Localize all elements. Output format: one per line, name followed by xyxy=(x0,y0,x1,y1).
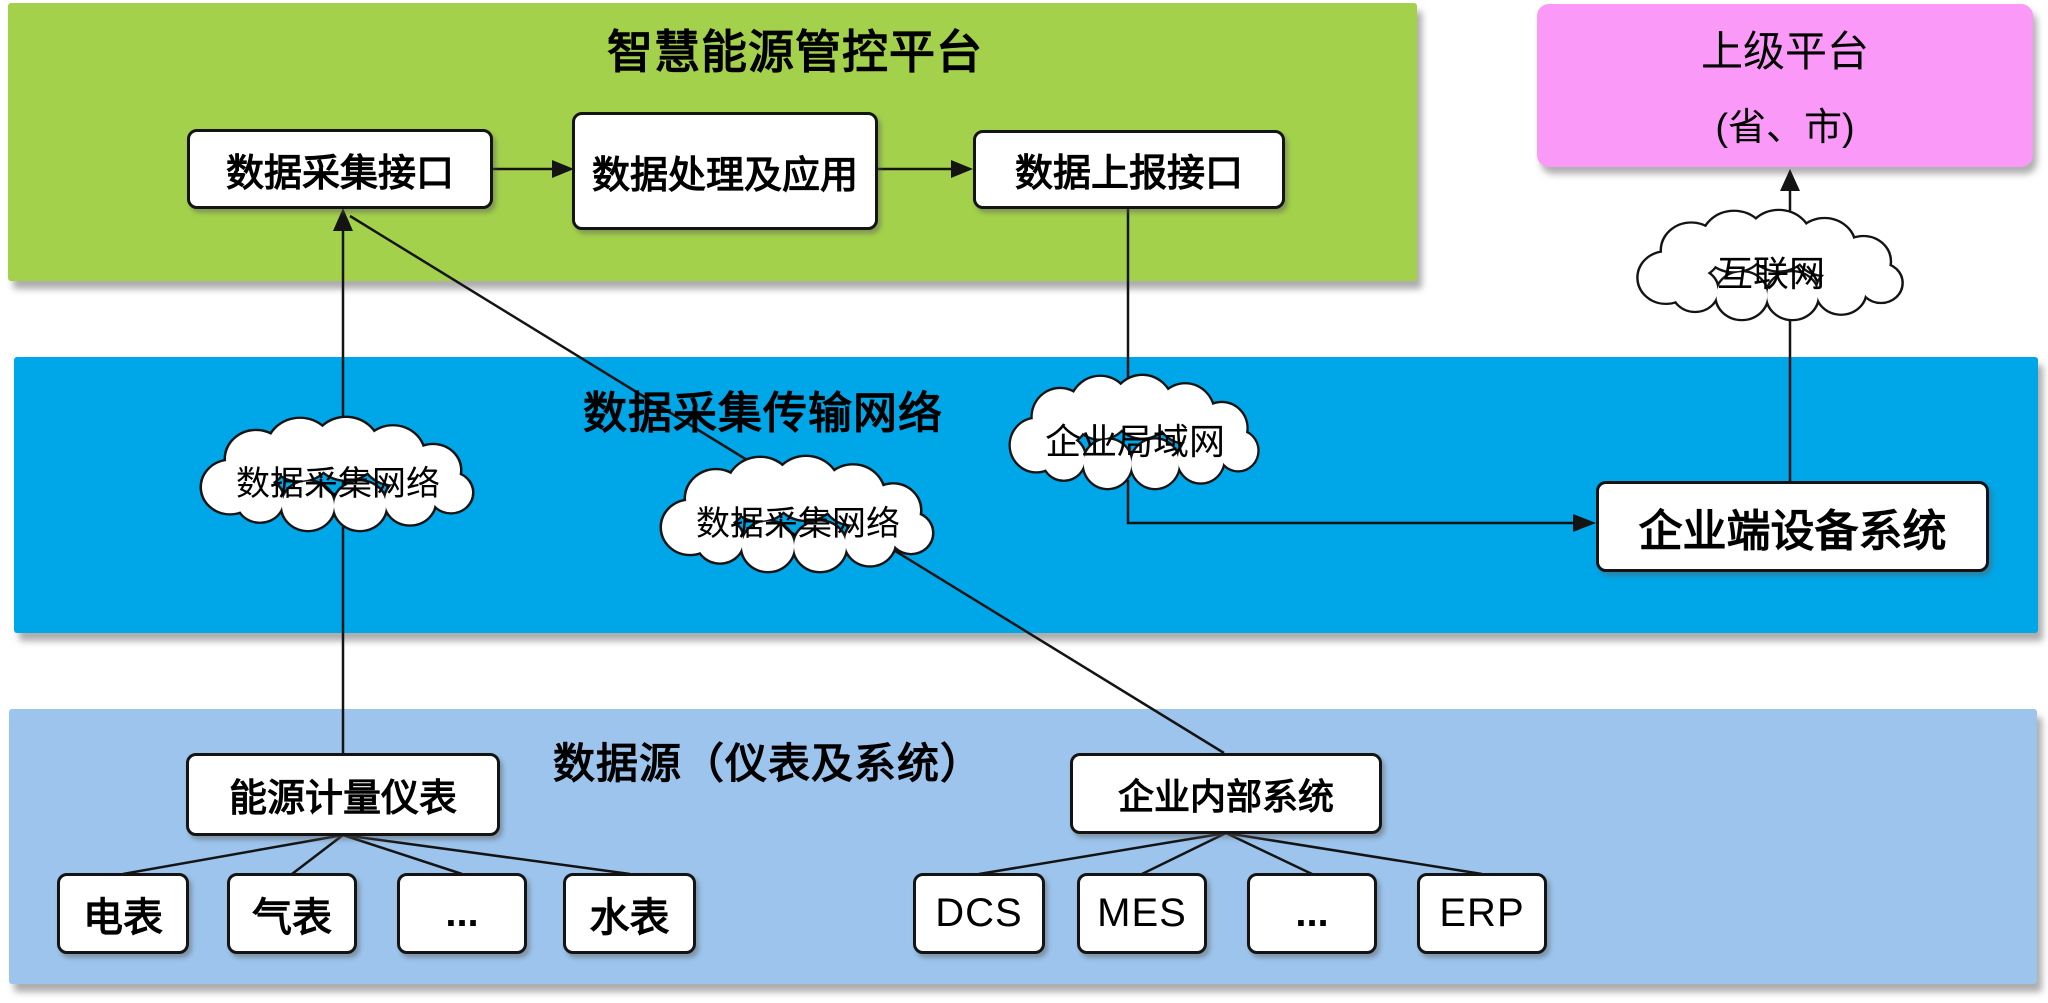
node-energy-meters: 能源计量仪表 xyxy=(186,753,500,836)
node-enterprise-device-system: 企业端设备系统 xyxy=(1596,481,1989,572)
node-dcs: DCS xyxy=(913,873,1045,954)
cloud-label: 企业局域网 xyxy=(1044,420,1225,462)
cloud-label: 数据采集网络 xyxy=(236,465,440,504)
node-system-ellipsis: ... xyxy=(1247,873,1377,954)
enterprise-lan-cloud: 企业局域网 xyxy=(998,376,1272,488)
internet-cloud: 互联网 xyxy=(1625,211,1917,319)
node-erp: ERP xyxy=(1417,873,1547,954)
node-enterprise-internal-systems: 企业内部系统 xyxy=(1070,753,1382,834)
fan-system-3 xyxy=(1225,831,1313,876)
arrowhead-report xyxy=(951,160,973,178)
connector-lan-device xyxy=(1126,480,1574,525)
cloud-label: 数据采集网络 xyxy=(696,505,900,544)
network-band-title: 数据采集传输网络 xyxy=(583,389,943,438)
fan-system-2 xyxy=(1141,831,1227,876)
fan-meter-4 xyxy=(342,833,631,876)
upper-platform-box: 上级平台 (省、市) xyxy=(1537,4,2033,167)
cloud-label: 互联网 xyxy=(1716,253,1825,295)
node-gas-meter: 气表 xyxy=(227,873,357,954)
collect-network-cloud-left: 数据采集网络 xyxy=(188,418,488,530)
node-data-collect-interface: 数据采集接口 xyxy=(187,129,493,209)
fan-system-4 xyxy=(1225,831,1483,876)
upper-platform-title: 上级平台 xyxy=(1700,28,1869,75)
fan-system-1 xyxy=(978,831,1227,876)
node-water-meter: 水表 xyxy=(563,873,696,954)
arrowhead-device xyxy=(1573,514,1596,532)
node-data-process-application: 数据处理及应用 xyxy=(572,112,878,230)
node-electric-meter: 电表 xyxy=(57,873,189,954)
arrowhead-process xyxy=(552,160,574,178)
node-data-report-interface: 数据上报接口 xyxy=(973,130,1285,209)
arrowhead-collect xyxy=(333,208,353,231)
upper-platform-subtitle: (省、市) xyxy=(1715,107,1855,149)
platform-band-title: 智慧能源管控平台 xyxy=(607,26,983,78)
source-band-title: 数据源（仪表及系统） xyxy=(552,740,984,787)
fan-meter-2 xyxy=(291,834,344,875)
fan-meter-1 xyxy=(122,833,344,876)
collect-network-cloud-mid: 数据采集网络 xyxy=(648,457,948,571)
node-meter-ellipsis: ... xyxy=(397,873,527,954)
fan-meter-3 xyxy=(342,833,463,876)
arrowhead-upper-platform xyxy=(1780,169,1800,191)
node-mes: MES xyxy=(1077,873,1207,954)
